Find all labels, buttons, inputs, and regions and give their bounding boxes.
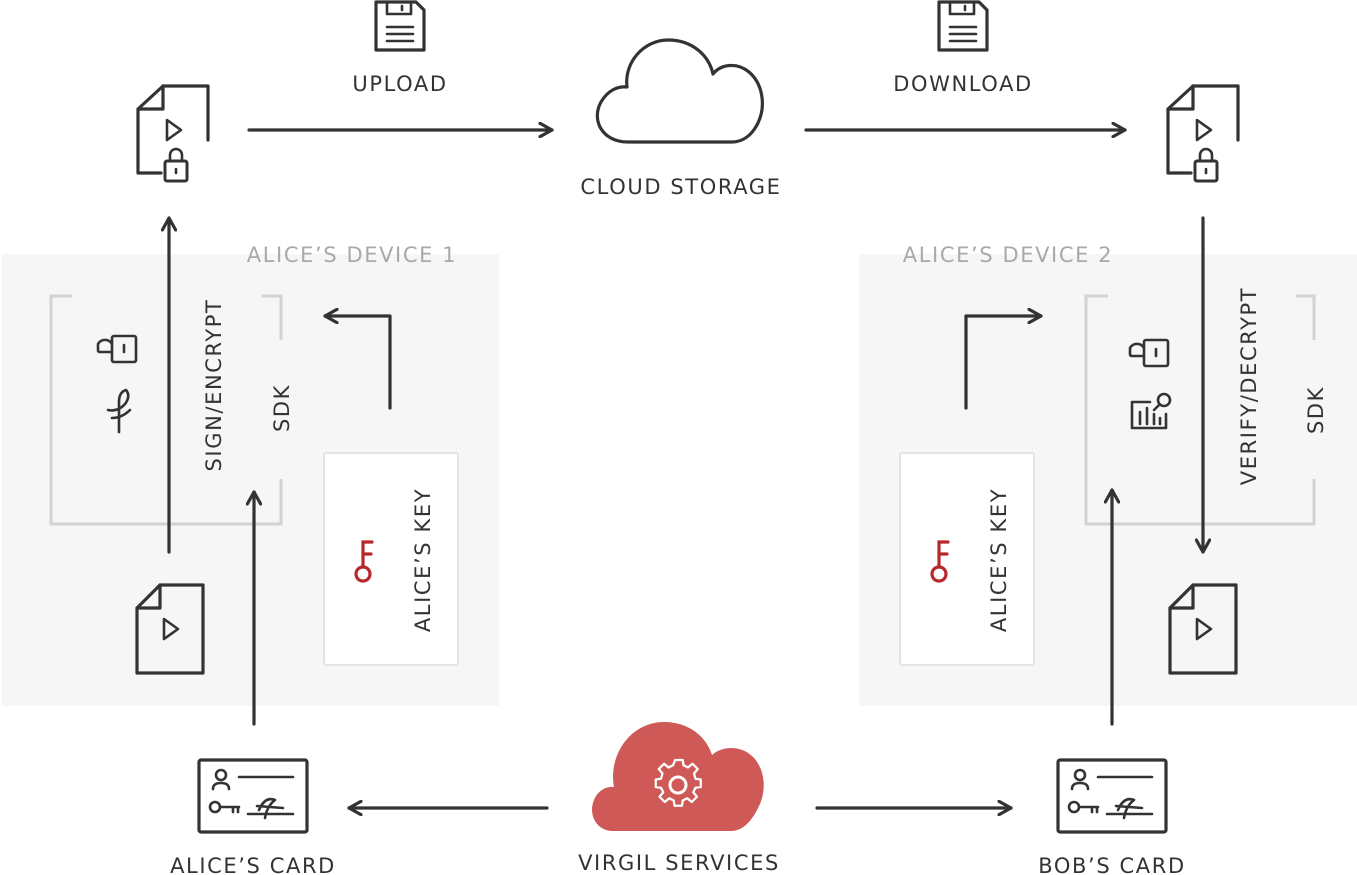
alice-key-panel-2 xyxy=(899,452,1035,666)
upload-label: UPLOAD xyxy=(352,72,447,96)
virgil-services-label: VIRGIL SERVICES xyxy=(578,851,780,875)
encrypted-video-file-icon xyxy=(136,84,210,183)
alice-key-label-1: ALICE’S KEY xyxy=(411,488,435,632)
lock-icon xyxy=(1128,338,1170,368)
virgil-services-cloud-icon xyxy=(592,722,764,831)
signature-icon xyxy=(106,388,132,434)
id-card-icon xyxy=(1056,758,1168,834)
download-label: DOWNLOAD xyxy=(893,72,1033,96)
sign-encrypt-label: SIGN/ENCRYPT xyxy=(202,299,226,472)
sdk-label-right: SDK xyxy=(1304,386,1328,434)
lock-icon xyxy=(96,334,138,364)
alice-card-label: ALICE’S CARD xyxy=(170,854,336,875)
sdk-frame-left xyxy=(49,294,283,526)
bob-card-label: BOB’S CARD xyxy=(1038,854,1185,875)
encrypted-video-file-icon xyxy=(1166,84,1240,183)
cloud-storage-label: CLOUD STORAGE xyxy=(580,175,781,199)
verify-decrypt-label: VERIFY/DECRYPT xyxy=(1237,287,1261,485)
alice-key-label-2: ALICE’S KEY xyxy=(987,488,1011,632)
arrows xyxy=(169,130,1203,808)
device-2-label: ALICE’S DEVICE 2 xyxy=(903,243,1113,267)
floppy-disk-icon xyxy=(374,0,426,52)
alice-key-panel-1 xyxy=(323,452,459,666)
sdk-label-left: SDK xyxy=(270,384,294,432)
id-card-icon xyxy=(197,758,309,834)
key-to-sdk-arrow-right xyxy=(964,316,1043,410)
key-to-sdk-arrow-left xyxy=(323,316,392,410)
device-1-label: ALICE’S DEVICE 1 xyxy=(247,243,457,267)
verify-document-icon xyxy=(1130,392,1172,430)
sdk-frame-right xyxy=(1084,294,1316,526)
floppy-disk-icon xyxy=(937,0,989,52)
cloud-icon xyxy=(595,38,764,144)
